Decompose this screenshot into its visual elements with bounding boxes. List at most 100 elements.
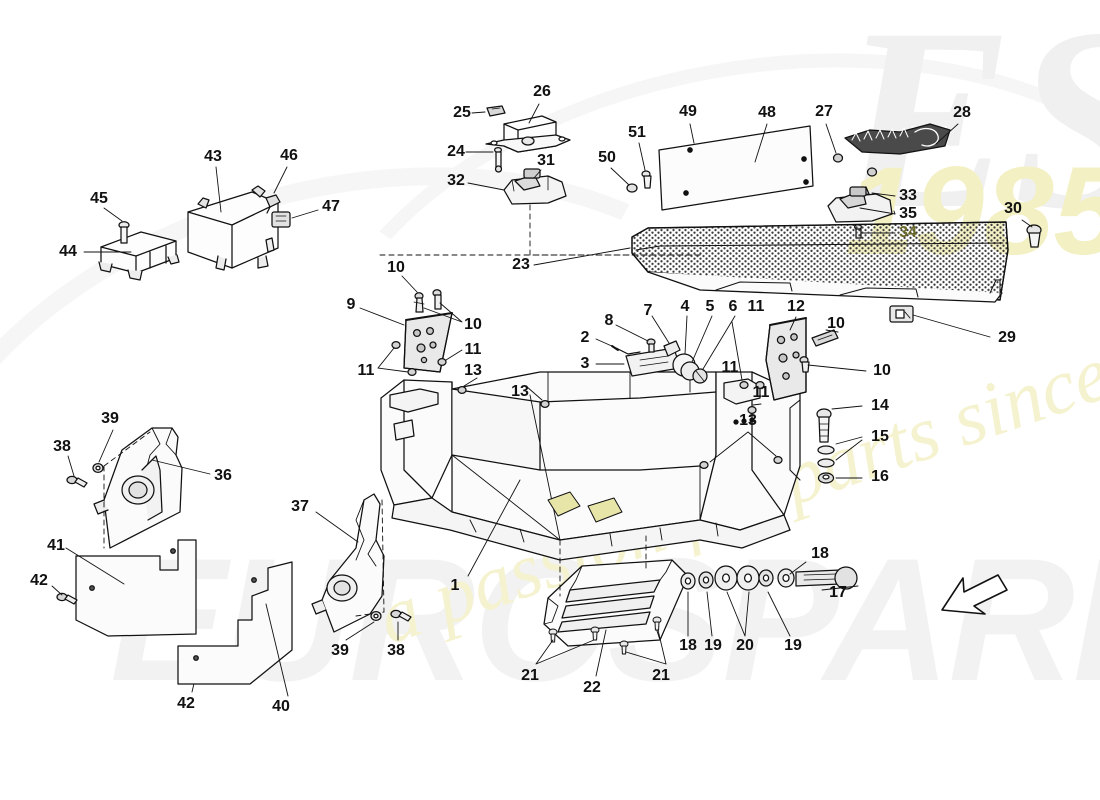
- part-39-grommet-left: [92, 462, 104, 474]
- callout-33: 33: [899, 187, 917, 204]
- part-15-washer-a: [817, 445, 835, 455]
- part-14-bolt: [816, 408, 832, 443]
- part-11-nut-b: [407, 367, 417, 377]
- callout-38: 38: [387, 642, 405, 659]
- part-11-nut-d: [739, 380, 749, 390]
- part-11-nut-e: [755, 380, 765, 390]
- callout-35: 35: [899, 205, 917, 222]
- part-20-washer-big-a: [714, 565, 738, 591]
- part-11-nut-a: [391, 340, 401, 350]
- part-26-bracket: [485, 115, 571, 153]
- callout-48: 48: [758, 104, 776, 121]
- callout-16: 16: [871, 468, 889, 485]
- part-27-nut-b: [866, 167, 878, 177]
- part-13-fastener-d: [773, 455, 783, 465]
- callout-39: 39: [101, 410, 119, 427]
- part-19-washer-b: [758, 569, 774, 587]
- direction-arrow: [941, 574, 1008, 615]
- part-1-rear-bumper-cover: [380, 371, 801, 561]
- part-12-bracket: [765, 317, 807, 401]
- callout-18: 18: [811, 545, 829, 562]
- part-44-control-module: [98, 231, 180, 281]
- part-41-splash-shield: [75, 539, 197, 637]
- callout-25: 25: [453, 104, 471, 121]
- callout-42: 42: [177, 695, 195, 712]
- callout-13: 13: [464, 362, 482, 379]
- callout-7: 7: [643, 302, 653, 319]
- callout-13: 13: [739, 412, 757, 429]
- callout-19: 19: [704, 637, 722, 654]
- part-46-clip: [265, 194, 281, 214]
- callout-11: 11: [464, 341, 482, 358]
- callout-10: 10: [873, 362, 891, 379]
- callout-30: 30: [1004, 200, 1022, 217]
- callout-44: 44: [59, 243, 77, 260]
- callout-27: 27: [815, 103, 833, 120]
- part-45-screw: [118, 221, 130, 244]
- callout-29: 29: [998, 329, 1016, 346]
- callout-45: 45: [90, 190, 108, 207]
- part-35-lamp: [827, 186, 893, 223]
- callout-21: 21: [521, 667, 539, 684]
- callout-13: 13: [511, 383, 529, 400]
- callout-11: 11: [752, 384, 770, 401]
- part-18-washer-small-b: [777, 568, 795, 588]
- part-51-screw: [641, 170, 652, 189]
- part-20-washer-big-b: [736, 565, 760, 591]
- part-40-splash-shield: [177, 561, 293, 685]
- callout-18: 18: [679, 637, 697, 654]
- callout-32: 32: [447, 172, 465, 189]
- part-23-mesh-grille: [631, 221, 1009, 303]
- callout-21: 21: [652, 667, 670, 684]
- callout-14: 14: [871, 397, 889, 414]
- callout-49: 49: [679, 103, 697, 120]
- part-27-nut-a: [832, 153, 844, 163]
- callout-23: 23: [512, 256, 530, 273]
- callout-9: 9: [346, 296, 356, 313]
- callout-11: 11: [747, 298, 765, 315]
- part-8-screw: [646, 338, 656, 353]
- callout-2: 2: [580, 329, 590, 346]
- callout-31: 31: [537, 152, 555, 169]
- callout-51: 51: [628, 124, 646, 141]
- part-13-fastener-a: [457, 385, 467, 395]
- part-39-grommet-right: [370, 610, 382, 622]
- callout-38: 38: [53, 438, 71, 455]
- callout-11: 11: [357, 362, 375, 379]
- part-11-nut-f: [747, 405, 757, 415]
- part-22-diffuser: [543, 559, 689, 647]
- part-6-sensor-cap: [692, 368, 708, 384]
- part-10-fastener-a: [413, 292, 425, 313]
- callout-10: 10: [387, 259, 405, 276]
- part-11-nut-c: [437, 357, 447, 367]
- part-36-wheelhouse-liner: [93, 427, 183, 549]
- part-32-plate-light: [503, 168, 567, 205]
- callout-47: 47: [322, 198, 340, 215]
- part-47-bracket: [271, 211, 291, 228]
- part-30-screw: [1026, 224, 1042, 248]
- callout-43: 43: [204, 148, 222, 165]
- part-10-fastener-c: [811, 329, 839, 347]
- callout-10: 10: [827, 315, 845, 332]
- part-37-wheelhouse-liner: [311, 493, 385, 633]
- part-24-screw: [493, 146, 503, 173]
- part-10-fastener-d: [799, 356, 810, 373]
- part-29-clip: [889, 305, 914, 323]
- part-10-fastener-b: [432, 289, 442, 310]
- callout-42: 42: [30, 572, 48, 589]
- part-13-fastener-b: [540, 399, 550, 409]
- callout-6: 6: [728, 298, 738, 315]
- callout-40: 40: [272, 698, 290, 715]
- callout-46: 46: [280, 147, 298, 164]
- callout-19: 19: [784, 637, 802, 654]
- part-15-washer-b: [817, 458, 835, 468]
- callout-24: 24: [447, 143, 465, 160]
- part-48-plate-holder: [658, 125, 814, 211]
- callout-11: 11: [721, 359, 739, 376]
- part-9-bracket: [403, 312, 453, 373]
- part-18-washer-small-a: [680, 572, 696, 590]
- callout-26: 26: [533, 83, 551, 100]
- part-25-clip: [486, 105, 506, 117]
- part-38-screw-left: [66, 475, 88, 488]
